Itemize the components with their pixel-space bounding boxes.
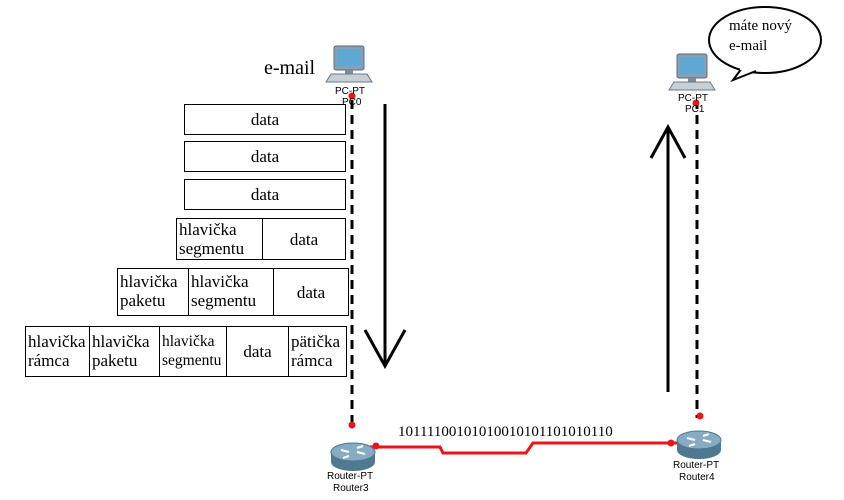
- data-cell: data: [250, 110, 280, 129]
- router3-serial-dot: [372, 442, 380, 450]
- frame-trailer-line-1: pätička: [291, 332, 341, 351]
- packet-header-line-1: hlavička: [92, 332, 150, 351]
- segment-header-line-2: segmentu: [179, 239, 245, 258]
- pc1-computer-icon: [668, 53, 716, 91]
- down-arrow-icon: [363, 104, 407, 370]
- email-label: e-mail: [264, 57, 316, 79]
- router4-serial-dot: [667, 439, 675, 447]
- data-cell: data: [296, 282, 326, 302]
- pc0-port-dot: [348, 92, 356, 100]
- segment-header-line-2: segmentu: [162, 352, 222, 369]
- speech-bubble: [708, 6, 822, 83]
- data-cell: data: [289, 229, 319, 249]
- data-box-session: data: [184, 179, 346, 210]
- data-box-application: data: [184, 104, 346, 135]
- pc0-name-label: PC0: [342, 97, 362, 108]
- packet-header-line-2: paketu: [92, 351, 138, 370]
- pc0-type-label: PC-PT: [335, 86, 365, 97]
- serial-link: [370, 441, 678, 455]
- packet-header-line-1: hlavička: [120, 272, 178, 291]
- packet-header-cell: hlavička paketu: [90, 327, 160, 376]
- router3-name-label: Router3: [333, 483, 369, 494]
- bubble-text: máte nový e-mail: [729, 16, 792, 56]
- router3-icon: [330, 442, 376, 471]
- router3-type-label: Router-PT: [327, 471, 374, 482]
- segment-box: hlavička segmentu data: [176, 218, 346, 260]
- data-cell: data: [227, 327, 289, 376]
- router4-icon: [676, 430, 722, 459]
- frame-header-line-2: rámca: [28, 351, 70, 370]
- pc1-type-label: PC-PT: [678, 93, 708, 104]
- pc1-port-dot: [692, 99, 700, 107]
- packet-header-line-2: paketu: [120, 291, 166, 310]
- pc1-name-label: PC1: [685, 104, 705, 115]
- packet-box: hlavička paketu hlavička segmentu data: [117, 268, 349, 316]
- segment-header-line-1: hlavička: [191, 272, 249, 291]
- router4-port-dot: [696, 412, 704, 420]
- frame-trailer-cell: pätička rámca: [289, 327, 346, 376]
- frame-trailer-line-2: rámca: [291, 351, 333, 370]
- segment-header-cell: hlavička segmentu: [160, 327, 227, 376]
- bubble-line-2: e-mail: [729, 38, 768, 54]
- bubble-line-1: máte nový: [729, 18, 792, 34]
- segment-header-line-1: hlavička: [179, 220, 237, 239]
- frame-header-line-1: hlavička: [28, 332, 86, 351]
- frame-header-cell: hlavička rámca: [26, 327, 90, 376]
- packet-header-cell: hlavička paketu: [118, 269, 189, 315]
- up-arrow-icon: [649, 123, 687, 392]
- bitstream-label: 10111100101010010101101010110: [398, 424, 613, 440]
- pc0-computer-icon: [325, 45, 373, 83]
- data-box-presentation: data: [184, 141, 346, 172]
- frame-box: hlavička rámca hlavička paketu hlavička …: [25, 326, 347, 377]
- router3-port-dot: [348, 421, 356, 429]
- segment-header-cell: hlavička segmentu: [189, 269, 274, 315]
- data-cell: data: [250, 185, 280, 204]
- segment-header-cell: hlavička segmentu: [177, 219, 263, 259]
- segment-header-line-2: segmentu: [191, 291, 257, 310]
- router4-type-label: Router-PT: [673, 460, 720, 471]
- segment-header-line-1: hlavička: [162, 333, 215, 350]
- data-cell: data: [250, 147, 280, 166]
- router4-name-label: Router4: [679, 472, 715, 483]
